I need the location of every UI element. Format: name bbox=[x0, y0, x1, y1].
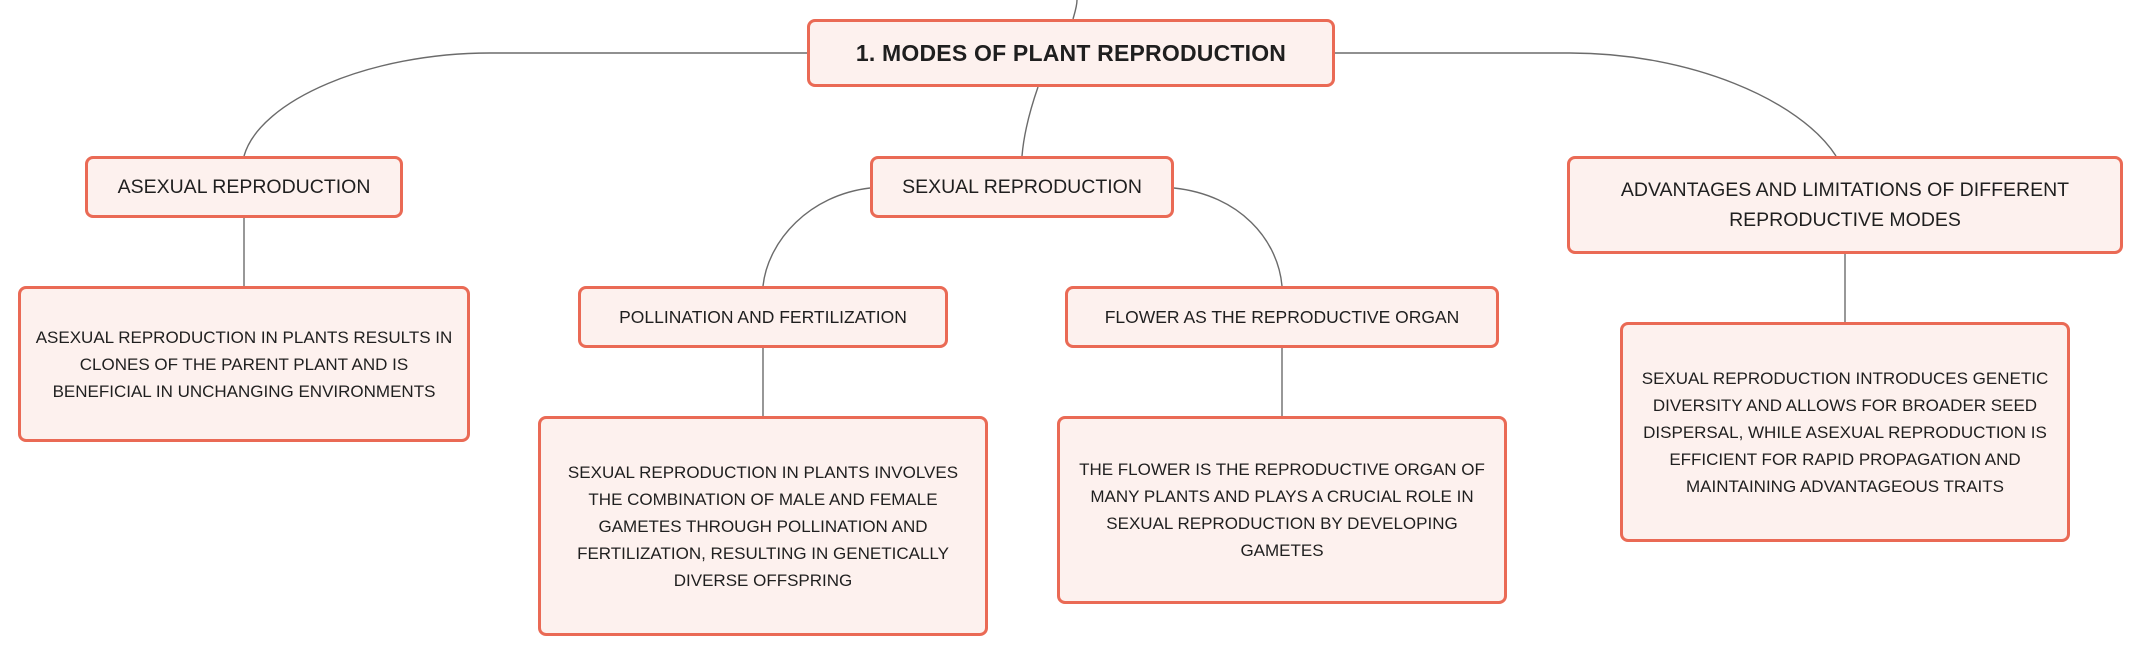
subtopic-node-flower-reproductive-organ[interactable]: FLOWER AS THE REPRODUCTIVE ORGAN bbox=[1065, 286, 1499, 348]
topic-node-sexual-reproduction[interactable]: SEXUAL REPRODUCTION bbox=[870, 156, 1174, 218]
root-topic-node[interactable]: 1. MODES OF PLANT REPRODUCTION bbox=[807, 19, 1335, 87]
subtopic-node-pollination-fertilization[interactable]: POLLINATION AND FERTILIZATION bbox=[578, 286, 948, 348]
connector-root-to-asexual bbox=[243, 52, 807, 157]
root-topic-label: 1. MODES OF PLANT REPRODUCTION bbox=[855, 39, 1287, 66]
subtopic-label: FLOWER AS THE REPRODUCTIVE ORGAN bbox=[1104, 306, 1460, 327]
connector-sexual-to-pollination bbox=[762, 187, 871, 287]
description-text: SEXUAL REPRODUCTION IN PLANTS INVOLVES T… bbox=[567, 462, 959, 590]
description-text: SEXUAL REPRODUCTION INTRODUCES GENETIC D… bbox=[1641, 368, 2049, 496]
topic-node-asexual-reproduction[interactable]: ASEXUAL REPRODUCTION bbox=[85, 156, 403, 218]
connector-root-to-sexual bbox=[1021, 86, 1039, 157]
topic-label: SEXUAL REPRODUCTION bbox=[902, 176, 1142, 198]
subtopic-label: POLLINATION AND FERTILIZATION bbox=[619, 306, 907, 327]
description-node-advantages[interactable]: SEXUAL REPRODUCTION INTRODUCES GENETIC D… bbox=[1620, 322, 2070, 542]
connector-sexual-to-flower bbox=[1173, 187, 1283, 287]
description-node-pollination[interactable]: SEXUAL REPRODUCTION IN PLANTS INVOLVES T… bbox=[538, 416, 988, 636]
connector-root-to-advantages bbox=[1335, 52, 1837, 157]
topic-node-advantages-limitations[interactable]: ADVANTAGES AND LIMITATIONS OF DIFFERENT … bbox=[1567, 156, 2123, 254]
description-text: ASEXUAL REPRODUCTION IN PLANTS RESULTS I… bbox=[35, 327, 453, 401]
topic-label: ASEXUAL REPRODUCTION bbox=[117, 176, 371, 198]
description-node-flower[interactable]: THE FLOWER IS THE REPRODUCTIVE ORGAN OF … bbox=[1057, 416, 1507, 604]
connector-parent-to-root bbox=[1072, 0, 1078, 20]
description-node-asexual[interactable]: ASEXUAL REPRODUCTION IN PLANTS RESULTS I… bbox=[18, 286, 470, 442]
description-text: THE FLOWER IS THE REPRODUCTIVE ORGAN OF … bbox=[1079, 460, 1485, 560]
topic-label: ADVANTAGES AND LIMITATIONS OF DIFFERENT … bbox=[1620, 179, 2070, 231]
